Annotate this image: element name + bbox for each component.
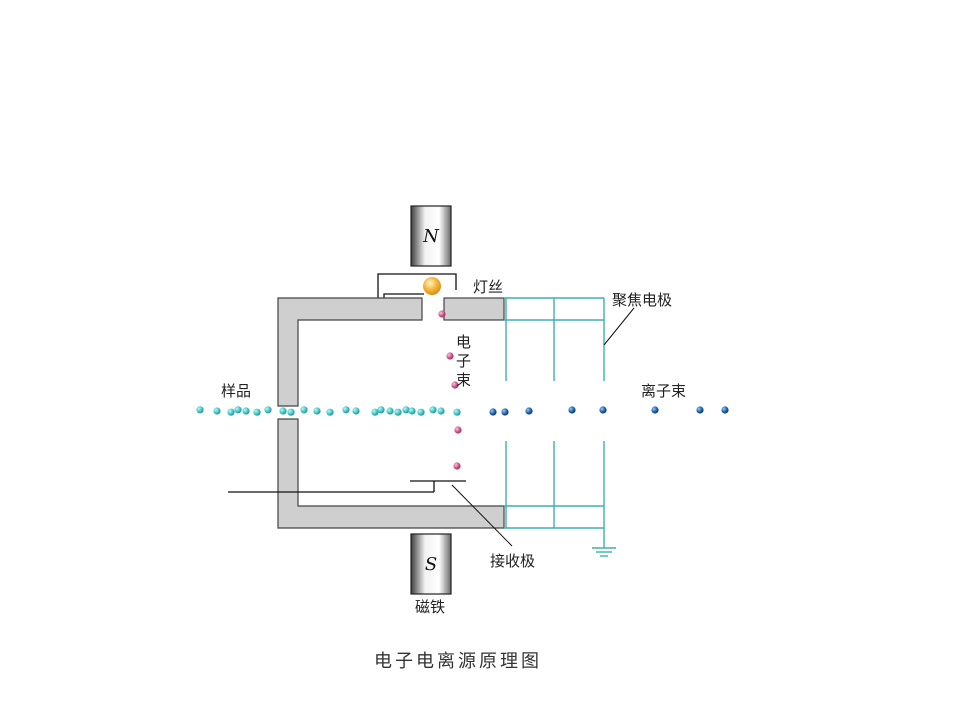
ion-4 [568, 406, 576, 414]
sample-molecule-8 [279, 407, 287, 415]
ionization-chamber-left-lower [277, 418, 505, 529]
ion-7 [696, 406, 704, 414]
sample-molecule-21 [417, 408, 425, 416]
electron-2 [446, 352, 454, 360]
ion-5 [599, 406, 607, 414]
sample-molecule-stream [196, 406, 461, 416]
ion-6 [651, 406, 659, 414]
sample-molecule-17 [386, 407, 394, 415]
electron-beam-label-1: 电 [456, 333, 471, 351]
sample-molecule-19 [402, 406, 410, 414]
sample-molecule-18 [394, 408, 402, 416]
focusing-electrodes [504, 297, 616, 557]
sample-molecule-22 [429, 406, 437, 414]
sample-molecule-20 [408, 407, 416, 415]
sample-molecule-6 [253, 408, 261, 416]
ion-2 [501, 408, 509, 416]
sample-molecule-2 [213, 407, 221, 415]
sample-molecule-16 [377, 406, 385, 414]
focus-electrode-leader-line [603, 307, 635, 346]
magnet-south-label: S [425, 554, 437, 575]
sample-molecule-14 [352, 407, 360, 415]
sample-molecule-9 [287, 408, 295, 416]
sample-label: 样品 [221, 382, 251, 400]
ion-8 [721, 406, 729, 414]
sample-molecule-7 [264, 406, 272, 414]
magnet-label: 磁铁 [415, 598, 445, 616]
diagram-title: 电子电离源原理图 [374, 651, 542, 672]
sample-molecule-10 [300, 406, 308, 414]
sample-molecule-12 [326, 408, 334, 416]
focus-electrode-label: 聚焦电极 [612, 291, 672, 309]
magnet-south: S [410, 533, 452, 595]
ionization-chamber-top-right [443, 297, 505, 321]
ion-1 [489, 408, 497, 416]
sample-molecule-1 [196, 406, 204, 414]
sample-molecule-23 [437, 407, 445, 415]
sample-molecule-3 [227, 408, 235, 416]
ion-3 [525, 407, 533, 415]
sample-molecule-4 [234, 406, 242, 414]
electron-4 [454, 426, 462, 434]
electron-5 [453, 462, 461, 470]
filament [423, 277, 441, 295]
magnet-north: N [410, 205, 452, 267]
sample-molecule-5 [242, 407, 250, 415]
ion-beam-particles [489, 406, 729, 416]
sample-molecule-15 [371, 408, 379, 416]
filament-label: 灯丝 [473, 278, 503, 296]
ion-beam-label: 离子束 [641, 382, 686, 400]
collector-label: 接收极 [490, 552, 535, 570]
magnet-north-label: N [422, 226, 440, 247]
collector-electrode [228, 480, 466, 493]
filament-assembly [377, 273, 457, 298]
electron-1 [438, 310, 446, 318]
electron-beam-label-2: 子 [456, 352, 471, 370]
collector-leader-line [451, 484, 513, 547]
sample-molecule-13 [342, 406, 350, 414]
ionization-chamber-left-upper [277, 297, 423, 407]
electron-3 [451, 381, 459, 389]
electron-beam-particles [438, 310, 462, 470]
sample-molecule-24 [453, 408, 461, 416]
electron-beam-label-3: 束 [456, 371, 471, 389]
sample-molecule-11 [313, 407, 321, 415]
